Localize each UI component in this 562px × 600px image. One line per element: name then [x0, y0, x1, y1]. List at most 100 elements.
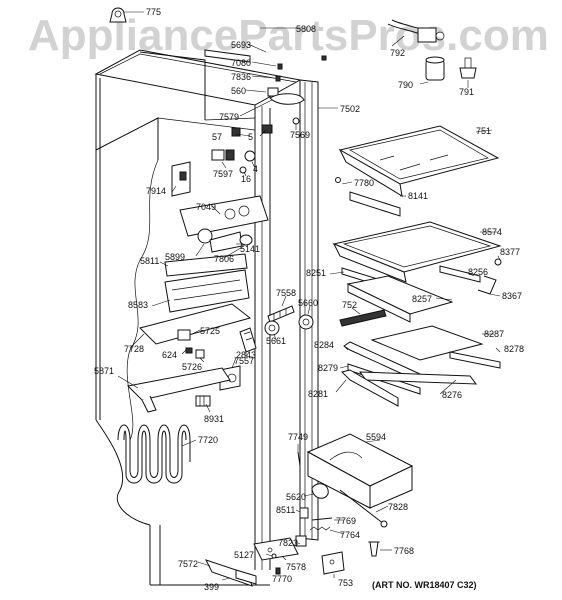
label-5620: 5620 — [286, 492, 306, 502]
label-8276: 8276 — [442, 390, 462, 400]
hinge-7578 — [253, 537, 299, 561]
watermark: AppliancePartsPros.com — [28, 11, 549, 60]
light-bulb-5899 — [197, 228, 243, 253]
label-7823: 7823 — [278, 538, 298, 548]
label-8278: 8278 — [504, 344, 524, 354]
label-16: 16 — [241, 174, 251, 184]
strip-752 — [339, 309, 387, 327]
label-792: 792 — [390, 48, 405, 58]
part-8377 — [494, 258, 502, 266]
label-8257: 8257 — [412, 294, 432, 304]
label-5: 5 — [248, 132, 253, 142]
hinge-775 — [109, 7, 127, 23]
part-4 — [244, 150, 256, 162]
valve-792 — [387, 19, 445, 43]
label-4: 4 — [253, 164, 258, 174]
screw-7080 — [277, 63, 283, 70]
light-shield-8583 — [164, 269, 250, 313]
label-5725: 5725 — [200, 326, 220, 336]
shelf-8574 — [332, 221, 502, 283]
label-8141: 8141 — [408, 191, 428, 201]
label-7769: 7769 — [336, 516, 356, 526]
label-8279: 8279 — [318, 363, 338, 373]
label-753: 753 — [338, 578, 353, 588]
part-5 — [261, 124, 273, 134]
label-8287: 8287 — [484, 329, 504, 339]
label-5127: 5127 — [234, 550, 254, 560]
part-16 — [239, 166, 247, 174]
label-7728: 7728 — [124, 344, 144, 354]
label-775: 775 — [146, 7, 161, 17]
hinge-pin-7569 — [292, 117, 300, 125]
label-5808: 5808 — [296, 24, 316, 34]
bracket-8281 — [341, 369, 399, 407]
label-7578: 7578 — [286, 562, 306, 572]
heater-7720 — [117, 424, 191, 484]
label-7557: 7557 — [234, 356, 254, 366]
leader-lines — [117, 11, 501, 581]
label-7764: 7764 — [340, 530, 360, 540]
label-791: 791 — [459, 87, 474, 97]
switch-7597 — [211, 149, 235, 161]
part-5620 — [311, 483, 329, 499]
wire-8367 — [477, 275, 497, 295]
label-8574: 8574 — [482, 227, 502, 237]
label-5594: 5594 — [366, 432, 386, 442]
switch-5725 — [177, 329, 191, 341]
cover-7579 — [269, 93, 305, 105]
thermostat-7914 — [171, 161, 191, 197]
label-790: 790 — [398, 80, 413, 90]
label-2843: 2843 — [236, 350, 256, 360]
part-57 — [231, 127, 241, 137]
label-7770: 7770 — [272, 574, 292, 584]
part-7823 — [295, 535, 307, 547]
label-7768: 7768 — [394, 546, 414, 556]
label-8583: 8583 — [128, 300, 148, 310]
filter-790 — [425, 56, 445, 81]
roller-5660 — [298, 314, 314, 330]
bulb-7806 — [239, 234, 253, 246]
label-8511: 8511 — [276, 505, 295, 515]
bracket-753 — [321, 551, 345, 575]
label-8367: 8367 — [502, 291, 522, 301]
label-8251: 8251 — [306, 268, 326, 278]
rod-7828 — [339, 489, 388, 528]
label-560: 560 — [231, 86, 246, 96]
screw-7768 — [368, 541, 380, 557]
label-7049: 7049 — [196, 202, 216, 212]
label-7828: 7828 — [388, 502, 408, 512]
label-624: 624 — [162, 350, 177, 360]
roller-7558 — [267, 305, 295, 323]
shelf-751 — [338, 125, 500, 197]
label-5661: 5661 — [266, 336, 286, 346]
frame-8276 — [358, 371, 478, 385]
label-5660: 5660 — [298, 298, 318, 308]
housing-5594 — [306, 433, 414, 509]
screw-7836 — [275, 75, 281, 82]
rail-8141 — [349, 191, 401, 217]
part-7557 — [239, 327, 257, 353]
cabinet-outline — [94, 49, 302, 586]
label-5693: 5693 — [231, 40, 251, 50]
small-part-5808 — [321, 55, 327, 61]
bracket-8278 — [449, 351, 501, 369]
label-399: 399 — [204, 582, 219, 592]
label-751: 751 — [476, 126, 491, 136]
label-7080: 7080 — [231, 58, 251, 68]
part-5726 — [195, 349, 205, 359]
pin-7749 — [297, 451, 301, 467]
label-7569: 7569 — [290, 130, 310, 140]
label-752: 752 — [342, 300, 357, 310]
label-7597: 7597 — [213, 169, 233, 179]
part-5127 — [271, 553, 277, 559]
panel-5811 — [164, 253, 248, 277]
label-8256: 8256 — [468, 267, 488, 277]
label-8931: 8931 — [204, 414, 224, 424]
label-5811: 5811 — [140, 256, 159, 266]
label-7836: 7836 — [231, 72, 251, 82]
screw-7780 — [335, 177, 341, 183]
label-8284: 8284 — [314, 340, 334, 350]
label-7780: 7780 — [354, 178, 374, 188]
label-5871: 5871 — [94, 366, 114, 376]
label-5899: 5899 — [165, 252, 185, 262]
